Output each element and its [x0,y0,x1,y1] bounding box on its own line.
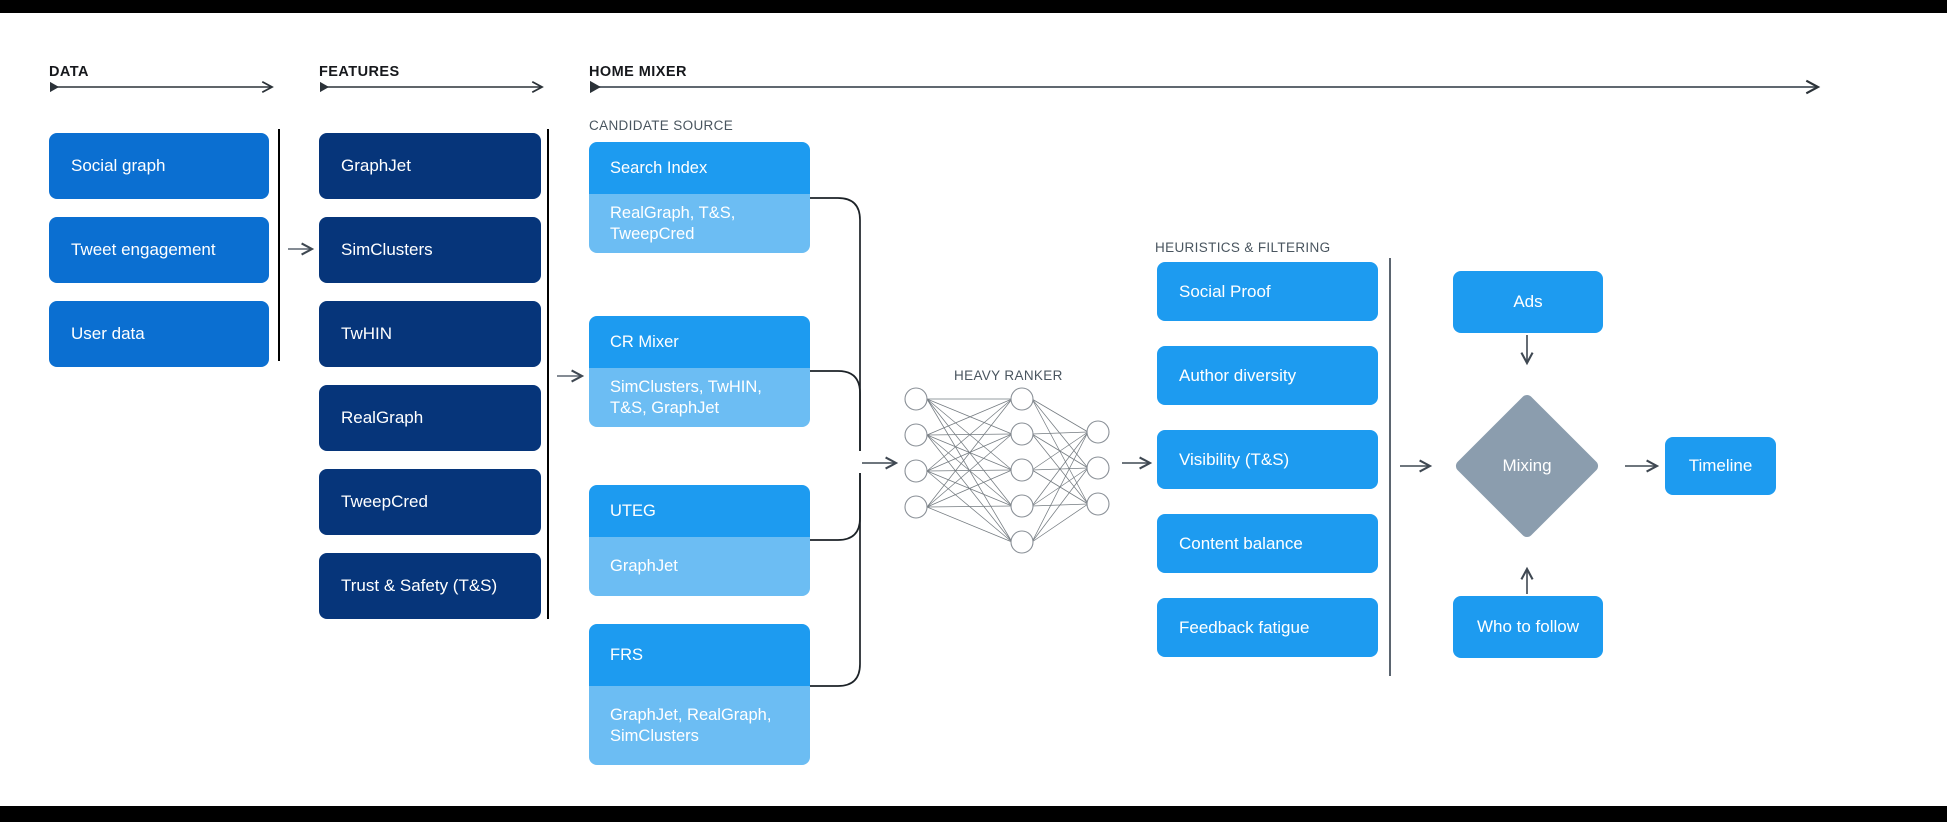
candidate-source-features: SimClusters, TwHIN, T&S, GraphJet [589,368,810,427]
data-box-user-data[interactable]: User data [49,301,269,367]
feature-box-label: TwHIN [341,324,392,343]
candidate-source-frs[interactable]: FRS GraphJet, RealGraph, SimClusters [589,624,810,765]
candidate-source-title: UTEG [589,485,810,537]
data-box-label: Social graph [71,156,166,175]
sub-label-candidate-source: CANDIDATE SOURCE [589,118,734,133]
nn-node-hidden-4 [1010,494,1034,518]
data-box-label: Tweet engagement [71,240,216,259]
divider-data-features [278,129,280,361]
feature-box-twhin[interactable]: TwHIN [319,301,541,367]
output-box-ads[interactable]: Ads [1453,271,1603,333]
feature-box-tweepcred[interactable]: TweepCred [319,469,541,535]
heuristic-box-label: Social Proof [1179,281,1271,301]
candidate-source-uteg[interactable]: UTEG GraphJet [589,485,810,596]
heuristic-box-label: Content balance [1179,533,1303,553]
nn-node-output-3 [1086,492,1110,516]
data-box-tweet-engagement[interactable]: Tweet engagement [49,217,269,283]
heuristic-box-author-diversity[interactable]: Author diversity [1157,346,1378,405]
divider-heuristics-output [1389,258,1391,676]
heuristic-box-content-balance[interactable]: Content balance [1157,514,1378,573]
heuristic-box-label: Author diversity [1179,365,1297,385]
heuristic-box-visibility[interactable]: Visibility (T&S) [1157,430,1378,489]
nn-node-output-2 [1086,456,1110,480]
data-box-label: User data [71,324,145,343]
heavy-ranker-network [904,387,1110,554]
output-box-timeline[interactable]: Timeline [1665,437,1776,495]
nn-node-input-4 [904,495,928,519]
feature-box-realgraph[interactable]: RealGraph [319,385,541,451]
feature-box-simclusters[interactable]: SimClusters [319,217,541,283]
feature-box-label: Trust & Safety (T&S) [341,576,498,595]
data-box-social-graph[interactable]: Social graph [49,133,269,199]
heuristic-box-label: Visibility (T&S) [1179,449,1290,469]
section-label-features: FEATURES [319,64,400,80]
candidate-source-features: GraphJet [589,537,810,596]
connector-candidate-sources-to-ranker [810,197,861,687]
nn-node-hidden-5 [1010,530,1034,554]
feature-box-label: TweepCred [341,492,428,511]
candidate-source-search-index[interactable]: Search Index RealGraph, T&S, TweepCred [589,142,810,253]
heuristic-box-social-proof[interactable]: Social Proof [1157,262,1378,321]
output-box-label: Ads [1513,292,1543,311]
nn-node-input-1 [904,387,928,411]
feature-box-graphjet[interactable]: GraphJet [319,133,541,199]
candidate-source-cr-mixer[interactable]: CR Mixer SimClusters, TwHIN, T&S, GraphJ… [589,316,810,427]
nn-node-output-1 [1086,420,1110,444]
feature-box-trust-safety[interactable]: Trust & Safety (T&S) [319,553,541,619]
divider-features-homemixer [547,129,549,619]
output-box-label: Who to follow [1476,617,1580,636]
heuristic-box-feedback-fatigue[interactable]: Feedback fatigue [1157,598,1378,657]
output-box-who-to-follow[interactable]: Who to follow [1453,596,1603,658]
heuristic-box-label: Feedback fatigue [1179,617,1310,637]
letterbox-bottom-bar [0,806,1947,822]
feature-box-label: RealGraph [341,408,424,427]
nn-node-hidden-2 [1010,422,1034,446]
nn-node-input-3 [904,459,928,483]
nn-node-hidden-3 [1010,458,1034,482]
feature-box-label: GraphJet [341,156,411,175]
feature-box-label: SimClusters [341,240,433,259]
candidate-source-features: GraphJet, RealGraph, SimClusters [589,686,810,765]
sub-label-heuristics: HEURISTICS & FILTERING [1155,240,1331,255]
section-label-data: DATA [49,64,89,80]
output-box-label: Timeline [1688,456,1753,475]
candidate-source-title: FRS [589,624,810,686]
nn-node-input-2 [904,423,928,447]
candidate-source-title: Search Index [589,142,810,194]
mixing-diamond[interactable]: Mixing [1453,392,1601,540]
letterbox-top-bar [0,0,1947,13]
candidate-source-features: RealGraph, T&S, TweepCred [589,194,810,253]
section-label-home-mixer: HOME MIXER [589,64,687,80]
nn-node-hidden-1 [1010,387,1034,411]
sub-label-heavy-ranker: HEAVY RANKER [954,368,1063,383]
candidate-source-title: CR Mixer [589,316,810,368]
diagram-canvas: DATA FEATURES HOME MIXER CANDIDATE SOURC… [0,13,1947,806]
connector-overlay [50,79,1821,687]
mixing-diamond-label: Mixing [1502,456,1552,475]
